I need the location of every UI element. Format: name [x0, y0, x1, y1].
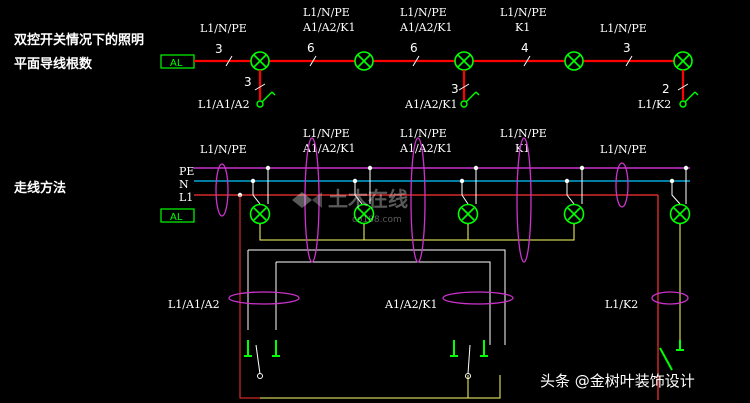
two-way-switch-icon: [244, 340, 280, 379]
s2-label-2-line1: L1/N/PE: [400, 127, 447, 140]
s2-label-1-line1: L1/N/PE: [303, 127, 350, 140]
s1-label-1-line1: L1/N/PE: [303, 6, 350, 19]
s1-label-2-line1: L1/N/PE: [400, 6, 447, 19]
section1-lamps: [250, 51, 693, 71]
s1-label-1-line2: A1/A2/K1: [302, 21, 356, 34]
switch-icon: [679, 91, 699, 108]
section1-title-line2: 平面导线根数: [14, 56, 93, 72]
s2-switch-label-2: L1/K2: [605, 298, 638, 311]
section2-bus-lines: [194, 167, 690, 400]
section2-conduits: [215, 137, 689, 305]
s1-switch-label-0: L1/A1/A2: [198, 98, 250, 111]
section1-panel: AL: [160, 54, 195, 69]
s2-label-4-line1: L1/N/PE: [600, 143, 647, 156]
section1-top-labels: L1/N/PE L1/N/PE A1/A2/K1 L1/N/PE A1/A2/K…: [200, 6, 647, 35]
s1-drop-count-0: 3: [244, 75, 252, 89]
section2-top-labels: L1/N/PE L1/N/PE A1/A2/K1 L1/N/PE A1/A2/K…: [200, 127, 647, 156]
s1-label-2-line2: A1/A2/K1: [399, 21, 453, 34]
section1-switches: [256, 91, 699, 108]
section2-panel-label: AL: [170, 212, 183, 223]
lamp-icon: [454, 51, 474, 71]
bus-label-n: N: [179, 178, 189, 191]
lamp-icon: [354, 51, 374, 71]
s1-count-3: 4: [521, 41, 529, 55]
lamp-icon: [563, 203, 585, 225]
section2-junctions: [237, 165, 689, 198]
section1-switch-labels: L1/A1/A2 A1/A2/K1 L1/K2: [198, 98, 671, 111]
s1-drop-count-2: 2: [662, 82, 670, 96]
s1-label-4-line1: L1/N/PE: [600, 22, 647, 35]
watermark-text: 土木在线: [328, 187, 408, 211]
s1-drop-count-1: 3: [451, 82, 459, 96]
lamp-icon: [249, 203, 271, 225]
watermark-logo-icon: [292, 192, 322, 208]
section1-title-line1: 双控开关情况下的照明: [14, 32, 144, 48]
s1-switch-label-1: A1/A2/K1: [404, 98, 458, 111]
switch-icon: [659, 340, 684, 371]
section2-bus-labels: PE N L1: [179, 165, 194, 204]
section2-switched-lines: [259, 224, 681, 345]
s1-label-3-line2: K1: [515, 21, 530, 34]
section2-lamps: [249, 203, 691, 225]
s1-count-1: 6: [307, 41, 315, 55]
section1-panel-label: AL: [170, 58, 183, 69]
bus-label-pe: PE: [179, 165, 194, 178]
lamp-icon: [250, 51, 270, 71]
s1-count-4: 3: [623, 41, 631, 55]
s2-label-1-line2: A1/A2/K1: [302, 142, 356, 155]
section2-title: 走线方法: [14, 180, 66, 196]
lamp-icon: [673, 51, 693, 71]
section2-switches: [244, 340, 684, 379]
bus-label-l1: L1: [179, 191, 193, 204]
s2-label-2-line2: A1/A2/K1: [399, 142, 453, 155]
s2-switch-label-1: A1/A2/K1: [384, 298, 438, 311]
lamp-icon: [564, 51, 584, 71]
s2-label-0-line1: L1/N/PE: [200, 143, 247, 156]
section2-panel: AL: [160, 208, 195, 223]
lamp-icon: [353, 203, 375, 225]
s1-count-2: 6: [410, 41, 418, 55]
section2-traveller-wires: [239, 195, 506, 399]
watermark-sub: co188.com: [352, 215, 402, 225]
section2-switch-labels: L1/A1/A2 A1/A2/K1 L1/K2: [168, 298, 638, 311]
switch-icon: [460, 91, 480, 108]
s2-switch-label-0: L1/A1/A2: [168, 298, 220, 311]
s1-label-3-line1: L1/N/PE: [500, 6, 547, 19]
watermark: 土木在线 co188.com: [292, 187, 408, 225]
switch-icon: [256, 91, 276, 108]
s2-label-3-line2: K1: [515, 142, 530, 155]
s1-count-0: 3: [215, 42, 223, 56]
section1-drops: 3 3 2: [244, 70, 689, 100]
section2-lamp-connectors: [252, 168, 687, 205]
s1-switch-label-2: L1/K2: [638, 98, 671, 111]
lamp-icon: [669, 203, 691, 225]
section1-segment-counts: 3 6 6 4 3: [215, 41, 633, 67]
s1-label-0-line1: L1/N/PE: [200, 22, 247, 35]
two-way-switch-icon: [450, 340, 488, 379]
s2-label-3-line1: L1/N/PE: [500, 127, 547, 140]
footer-credit: 头条 @金树叶装饰设计: [540, 372, 695, 390]
lamp-icon: [457, 203, 479, 225]
